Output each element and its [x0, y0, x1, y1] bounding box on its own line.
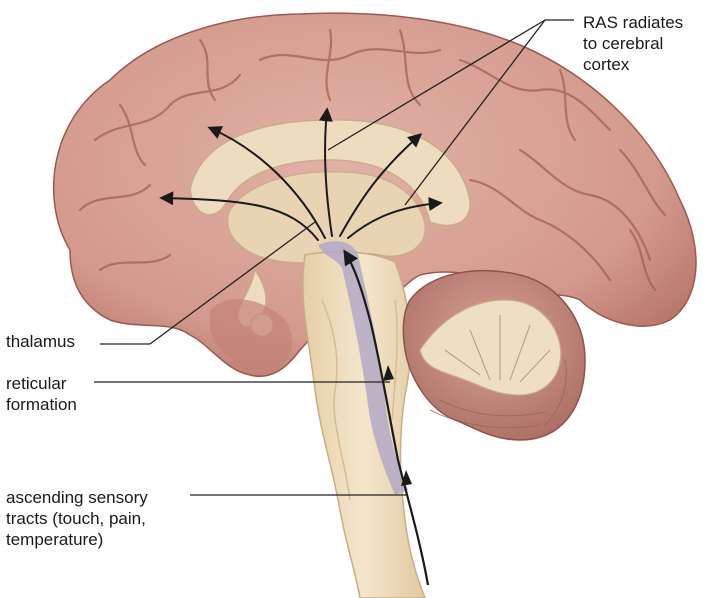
label-reticular-formation: reticular formation — [6, 373, 77, 415]
label-reticular-line-2: formation — [6, 394, 77, 415]
label-thalamus-line-1: thalamus — [6, 331, 75, 352]
label-ascending-line-1: ascending sensory — [6, 487, 148, 508]
label-ras-line-3: cortex — [583, 54, 683, 75]
label-ras-line-2: to cerebral — [583, 33, 683, 54]
cerebellum — [403, 271, 585, 440]
label-reticular-line-1: reticular — [6, 373, 77, 394]
label-ascending-line-3: temperature) — [6, 529, 148, 550]
label-ascending-line-2: tracts (touch, pain, — [6, 508, 148, 529]
label-ras-radiates: RAS radiates to cerebral cortex — [583, 12, 683, 75]
label-ras-line-1: RAS radiates — [583, 12, 683, 33]
label-ascending-sensory-tracts: ascending sensory tracts (touch, pain, t… — [6, 487, 148, 550]
label-thalamus: thalamus — [6, 331, 75, 352]
